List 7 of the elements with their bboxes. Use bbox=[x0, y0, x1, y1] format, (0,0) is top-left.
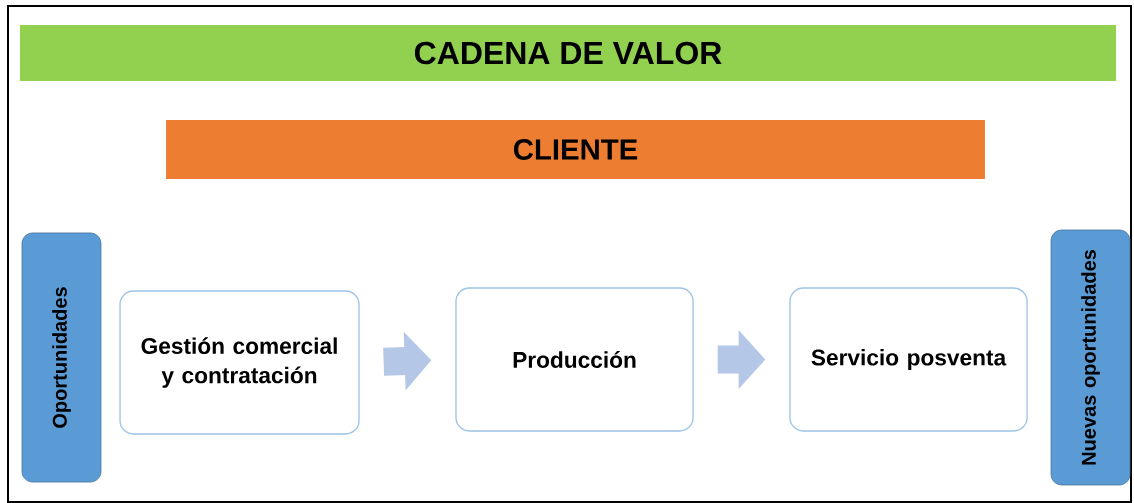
process-box: Gestión comercial y contratación bbox=[119, 290, 360, 435]
header-band: CLIENTE bbox=[166, 120, 985, 179]
side-tab: Oportunidades bbox=[21, 232, 102, 483]
process-box: Producción bbox=[455, 287, 694, 432]
side-tab: Nuevas oportunidades bbox=[1050, 229, 1131, 486]
header-band: CADENA DE VALOR bbox=[20, 25, 1116, 81]
process-box: Servicio posventa bbox=[789, 287, 1028, 432]
